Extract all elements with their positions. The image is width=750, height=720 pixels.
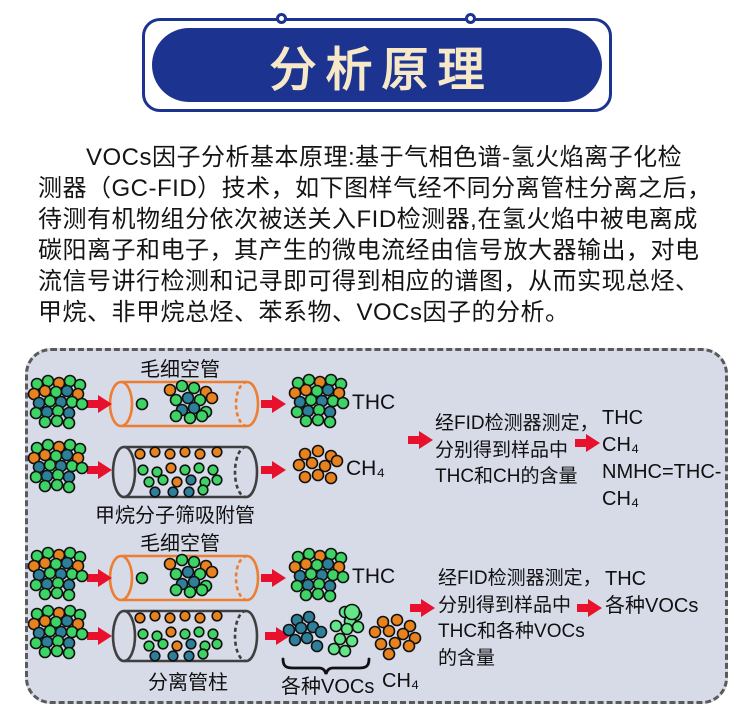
fid-note-bottom-line: THC和各种VOCs bbox=[438, 621, 585, 642]
intro-line: 碳阳离子和电子，其产生的微电流经由信号放大器输出，对电 bbox=[38, 237, 700, 264]
result-bottom-line: 各种VOCs bbox=[605, 595, 699, 617]
fid-note-top: 经FID检测器测定， 分别得到样品中 THC和CH的含量 bbox=[435, 411, 599, 491]
capillary-tube-label-top: 毛细空管 bbox=[140, 359, 220, 381]
ch4-label-row2: CH₄ bbox=[346, 457, 385, 480]
fid-note-top-line: 经FID检测器测定， bbox=[435, 413, 599, 434]
fid-note-bottom: 经FID检测器测定， 分别得到样品中 THC和各种VOCs 的含量 bbox=[438, 566, 602, 672]
sieve-tube-label: 甲烷分子筛吸附管 bbox=[95, 505, 255, 527]
intro-line: 待测有机物组分依次被送关入FID检测器,在氢火焰中被电离成 bbox=[38, 206, 698, 233]
intro-line: 测器（GC-FID）技术，如下图样气经不同分离管柱分离之后， bbox=[38, 175, 712, 202]
intro-paragraph: VOCs因子分析基本原理:基于气相色谱-氢火焰离子化检 测器（GC-FID）技术… bbox=[38, 142, 720, 328]
page-title: 分析原理 bbox=[269, 42, 494, 96]
result-list-top: THC CH₄ NMHC=THC-CH₄ bbox=[602, 405, 728, 513]
title-banner-pill: 分析原理 bbox=[152, 28, 602, 102]
vocs-group-label: 各种VOCs bbox=[281, 676, 375, 698]
fid-note-bottom-line: 经FID检测器测定， bbox=[438, 568, 602, 589]
diagram-panel: 毛细空管 THC CH₄ 甲烷分子筛吸附管 经FID检测器测定， 分别得到样品中… bbox=[25, 348, 728, 704]
result-list-bottom: THC 各种VOCs bbox=[605, 566, 698, 620]
fid-note-top-line: THC和CH的含量 bbox=[435, 466, 578, 487]
diagram-graphics bbox=[27, 373, 602, 675]
fid-note-bottom-line: 分别得到样品中 bbox=[438, 594, 572, 616]
result-bottom-line: THC bbox=[605, 568, 647, 590]
banner-pin-right-icon bbox=[465, 13, 476, 24]
fid-note-top-line: 分别得到样品中 bbox=[435, 439, 569, 461]
intro-line: 流信号讲行检测和记寻即可得到相应的谱图，从而实现总烃、 bbox=[38, 268, 700, 295]
intro-line: VOCs因子分析基本原理:基于气相色谱-氢火焰离子化检 bbox=[86, 144, 683, 171]
intro-line: 甲烷、非甲烷总烃、苯系物、VOCs因子的分析。 bbox=[38, 299, 570, 326]
result-top-line: NMHC=THC-CH₄ bbox=[602, 461, 722, 510]
fid-note-bottom-line: 的含量 bbox=[438, 647, 496, 669]
result-top-line: CH₄ bbox=[602, 434, 640, 456]
separation-column-label: 分离管柱 bbox=[148, 672, 228, 694]
title-banner: 分析原理 bbox=[142, 13, 612, 112]
thc-label-row1: THC bbox=[352, 391, 396, 414]
thc-label-row3: THC bbox=[352, 565, 396, 588]
ch4-group-label: CH₄ bbox=[382, 670, 420, 692]
banner-pin-left-icon bbox=[276, 13, 287, 24]
result-top-line: THC bbox=[602, 407, 644, 429]
capillary-tube-label-bottom: 毛细空管 bbox=[140, 533, 220, 555]
